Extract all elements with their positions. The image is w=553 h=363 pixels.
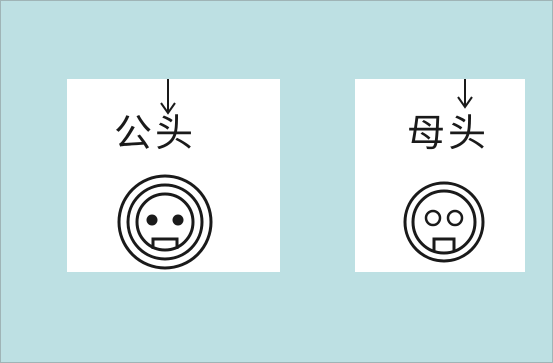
male-connector-card: 公头: [67, 79, 280, 272]
down-arrow-icon: [160, 79, 176, 115]
down-arrow-icon: [457, 79, 473, 109]
female-connector-icon: [403, 181, 485, 263]
male-connector-icon: [117, 174, 213, 270]
female-connector-card: 母头: [355, 79, 525, 272]
female-label: 母头: [407, 111, 490, 155]
male-label: 公头: [114, 111, 197, 155]
